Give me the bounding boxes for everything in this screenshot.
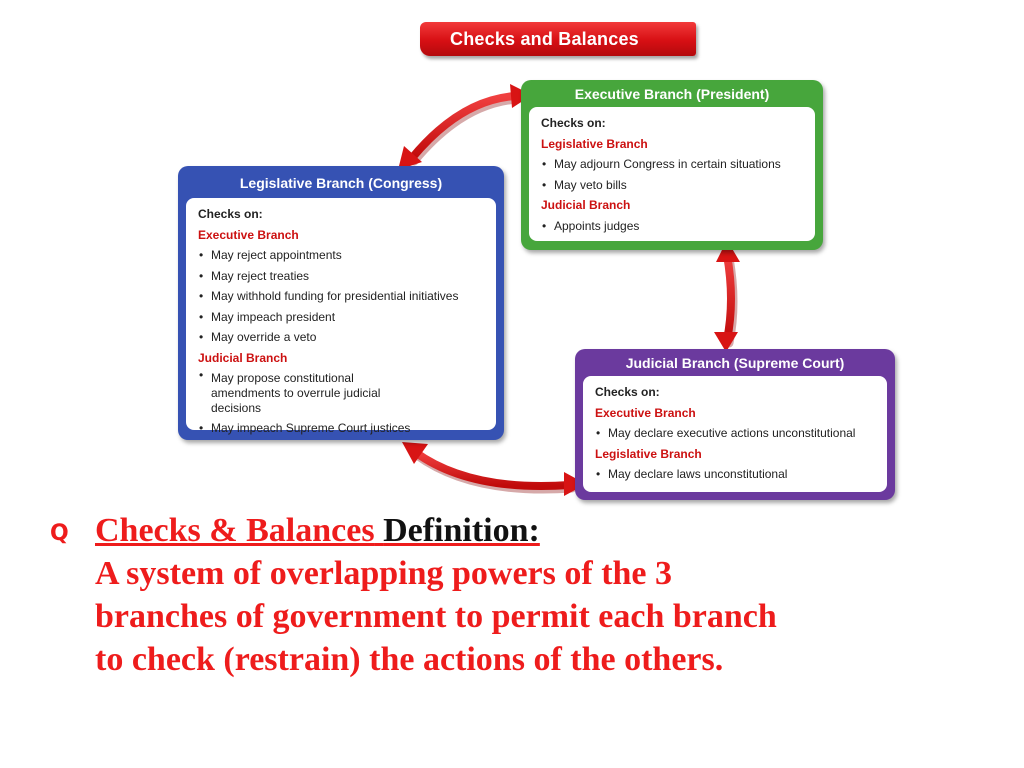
list-item: May declare laws unconstitutional [595,464,877,485]
section-heading: Legislative Branch [541,136,648,151]
checks-on-label: Checks on: [198,207,263,221]
judicial-branch-panel: Judicial Branch (Supreme Court) Checks o… [575,349,895,500]
definition-block: Checks & Balances Definition: A system o… [95,509,1015,681]
check-list: May reject appointments May reject treat… [198,245,486,348]
check-list: May declare laws unconstitutional [595,464,877,485]
list-item: May impeach president [198,307,486,328]
check-list: May adjourn Congress in certain situatio… [541,154,805,195]
executive-branch-panel: Executive Branch (President) Checks on: … [521,80,823,250]
legislative-branch-body: Checks on: Executive Branch May reject a… [186,198,496,438]
diagram-title-banner: Checks and Balances [420,22,696,56]
section-heading: Judicial Branch [198,350,288,365]
legislative-branch-title: Legislative Branch (Congress) [239,175,443,191]
list-item: May declare executive actions unconstitu… [595,423,877,444]
section-heading: Executive Branch [595,405,696,420]
section-heading: Legislative Branch [595,446,702,461]
definition-text-line: A system of overlapping powers of the 3 [95,555,673,592]
executive-branch-title: Executive Branch (President) [574,86,770,102]
q-bullet-icon: Q [50,521,69,546]
arrow-legislative-executive [398,84,532,170]
executive-branch-body: Checks on: Legislative Branch May adjour… [529,107,815,241]
list-item: May override a veto [198,327,486,348]
list-item: May impeach Supreme Court justices [198,418,486,439]
list-item: May reject treaties [198,266,486,287]
checks-on-label: Checks on: [595,385,660,399]
section-heading: Executive Branch [198,227,299,242]
definition-heading: Checks & Balances Definition: [95,509,1015,552]
definition-term: Checks & Balances [95,512,375,549]
check-list: Appoints judges [541,216,805,237]
section-heading: Judicial Branch [541,198,631,212]
list-item: May withhold funding for presidential in… [198,286,486,307]
definition-text-line: branches of government to permit each br… [95,598,777,635]
list-item: May veto bills [541,175,805,196]
list-item: May reject appointments [198,245,486,266]
legislative-branch-panel: Legislative Branch (Congress) Checks on:… [178,166,504,440]
judicial-branch-body: Checks on: Executive Branch May declare … [583,376,887,492]
check-list: May propose constitutional amendments to… [198,368,486,439]
definition-text-line: to check (restrain) the actions of the o… [95,641,724,678]
list-item: May adjourn Congress in certain situatio… [541,154,805,175]
list-item: Appoints judges [541,216,805,237]
list-item: May propose constitutional amendments to… [198,368,486,418]
checks-on-label: Checks on: [541,116,606,130]
arrow-executive-judicial [714,240,740,352]
arrow-legislative-judicial [402,442,586,496]
judicial-branch-title: Judicial Branch (Supreme Court) [625,355,845,371]
definition-label: Definition: [383,512,540,549]
diagram-title: Checks and Balances [450,28,639,49]
check-list: May declare executive actions unconstitu… [595,423,877,444]
